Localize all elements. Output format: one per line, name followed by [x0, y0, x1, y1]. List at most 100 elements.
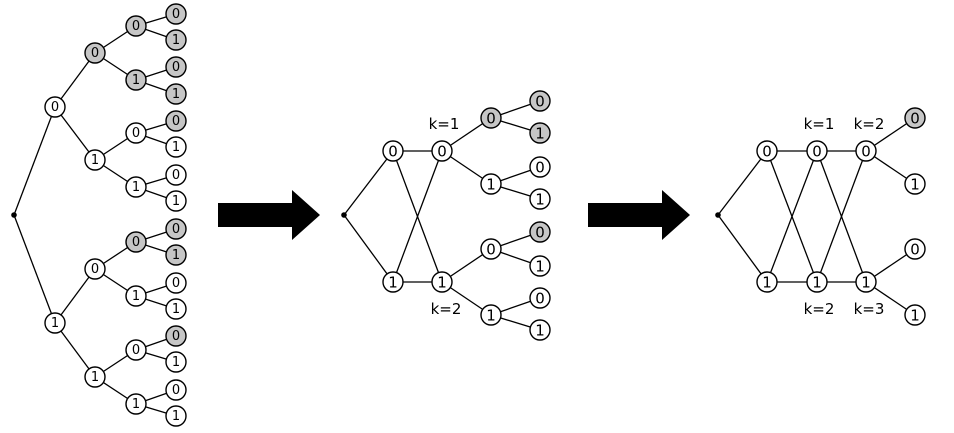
- diagram2-node-o5: 0: [529, 221, 551, 243]
- diagram2-node-f-circle: [480, 173, 502, 195]
- diagram2-node-a-label: 0: [388, 143, 398, 161]
- diagram3-node-c-circle: [806, 140, 828, 162]
- diagram1-node-o1-circle: [165, 3, 187, 25]
- diagram3-edge-root-b: [717, 214, 768, 283]
- diagram2-node-o1-label: 0: [535, 93, 545, 111]
- diagram1-node-o12-label: 1: [172, 302, 180, 317]
- diagram2-edge-b-c: [392, 150, 443, 283]
- diagram2-k-label-c: k=1: [429, 115, 460, 133]
- diagram1-node-h-label: 1: [132, 180, 140, 195]
- diagram1-node-o6: 1: [165, 136, 187, 158]
- diagram1-node-o14: 1: [165, 351, 187, 373]
- diagram1-node-n: 1: [125, 393, 147, 415]
- diagram3-k-label-c: k=1: [804, 115, 835, 133]
- diagram3-node-f-label: 1: [861, 274, 871, 292]
- diagram2-node-o5-circle: [529, 221, 551, 243]
- diagram2-node-o7-label: 0: [535, 290, 545, 308]
- diagram1-node-j-circle: [84, 366, 106, 388]
- diagram1-node-o9-label: 0: [172, 222, 180, 237]
- diagram1-node-l-label: 1: [132, 289, 140, 304]
- diagram3-root-dot: [715, 212, 721, 218]
- diagram3-node-o2-label: 1: [910, 176, 920, 194]
- diagram1-node-o9-circle: [165, 218, 187, 240]
- diagram3-node-f: 1: [855, 271, 877, 293]
- diagram2-node-o1: 0: [529, 90, 551, 112]
- diagram1-node-f-circle: [125, 69, 147, 91]
- diagram1-node-g-label: 0: [132, 126, 140, 141]
- diagram2-node-o7-circle: [529, 287, 551, 309]
- diagram2-node-b-label: 1: [388, 274, 398, 292]
- diagram2-node-h: 1: [480, 304, 502, 326]
- diagram3-node-o3-circle: [904, 238, 926, 260]
- arrow-right-2: [588, 190, 690, 240]
- diagram3-node-e-label: 0: [861, 143, 871, 161]
- diagram1-node-m-circle: [125, 339, 147, 361]
- diagram3-edge-root-a: [717, 150, 768, 216]
- diagram1-node-o14-label: 1: [172, 355, 180, 370]
- diagram3-node-o3: 0: [904, 238, 926, 260]
- diagram2-node-f: 1: [480, 173, 502, 195]
- diagram1-node-o6-label: 1: [172, 140, 180, 155]
- diagram2-node-o4: 1: [529, 188, 551, 210]
- diagram1-node-o12-circle: [165, 298, 187, 320]
- diagram1-node-o11-circle: [165, 272, 187, 294]
- diagram1-node-b: 1: [44, 312, 66, 334]
- diagram1-node-o4-label: 1: [172, 87, 180, 102]
- diagram2-node-o8-label: 1: [535, 322, 545, 340]
- diagram3-node-a-label: 0: [762, 143, 772, 161]
- diagram1-node-o12: 1: [165, 298, 187, 320]
- diagram2-root-dot: [341, 212, 347, 218]
- diagram1-node-l: 1: [125, 285, 147, 307]
- diagram2-k-label-d: k=2: [431, 300, 462, 318]
- diagram2-node-o8-circle: [529, 319, 551, 341]
- diagram1-node-o1-label: 0: [172, 7, 180, 22]
- diagram3-node-e-circle: [855, 140, 877, 162]
- diagram1-edge-root-b: [13, 214, 56, 324]
- diagram2-node-o4-circle: [529, 188, 551, 210]
- diagram1-node-o13: 0: [165, 325, 187, 347]
- diagram3-node-b-circle: [756, 271, 778, 293]
- diagram1-node-o13-circle: [165, 325, 187, 347]
- diagram3-node-f-circle: [855, 271, 877, 293]
- diagram2-node-a: 0: [382, 140, 404, 162]
- diagram1-node-o16-circle: [165, 405, 187, 427]
- diagram1-node-h-circle: [125, 176, 147, 198]
- diagram1-node-a-label: 0: [51, 100, 59, 115]
- diagram1-node-o10: 1: [165, 244, 187, 266]
- diagram2-node-o7: 0: [529, 287, 551, 309]
- diagram1-node-d-label: 1: [91, 153, 99, 168]
- diagram1-node-n-circle: [125, 393, 147, 415]
- diagram1-node-i: 0: [84, 258, 106, 280]
- diagram1-node-o2-circle: [165, 29, 187, 51]
- diagram2-node-o3-label: 0: [535, 159, 545, 177]
- diagram2-node-c-circle: [431, 140, 453, 162]
- diagram1-node-e-label: 0: [132, 19, 140, 34]
- diagram3-edge-d-e: [816, 150, 867, 283]
- diagram3-node-b-label: 1: [762, 274, 772, 292]
- diagram2-node-e-circle: [480, 107, 502, 129]
- diagram1-node-o2-label: 1: [172, 33, 180, 48]
- diagram1-node-o3: 0: [165, 56, 187, 78]
- diagram2-node-a-circle: [382, 140, 404, 162]
- diagram3-node-o4: 1: [904, 304, 926, 326]
- diagram1-node-f-label: 1: [132, 73, 140, 88]
- diagram1-node-o9: 0: [165, 218, 187, 240]
- diagram3-node-o1-label: 0: [910, 110, 920, 128]
- diagram3-node-a-circle: [756, 140, 778, 162]
- diagram3-node-c: 0: [806, 140, 828, 162]
- diagram3-node-o1-circle: [904, 107, 926, 129]
- diagram2-node-o6-circle: [529, 255, 551, 277]
- diagram1-node-o1: 0: [165, 3, 187, 25]
- diagram1-node-o6-circle: [165, 136, 187, 158]
- diagram3-node-a: 0: [756, 140, 778, 162]
- diagram2-node-e-label: 0: [486, 110, 496, 128]
- diagram1-node-o7-circle: [165, 164, 187, 186]
- diagram1-node-o8: 1: [165, 190, 187, 212]
- diagram2-node-g-label: 0: [486, 241, 496, 259]
- diagram1-node-k: 0: [125, 231, 147, 253]
- diagram1-node-j: 1: [84, 366, 106, 388]
- diagram1-node-e-circle: [125, 15, 147, 37]
- diagram1-node-c: 0: [84, 42, 106, 64]
- diagram1-node-m-label: 0: [132, 343, 140, 358]
